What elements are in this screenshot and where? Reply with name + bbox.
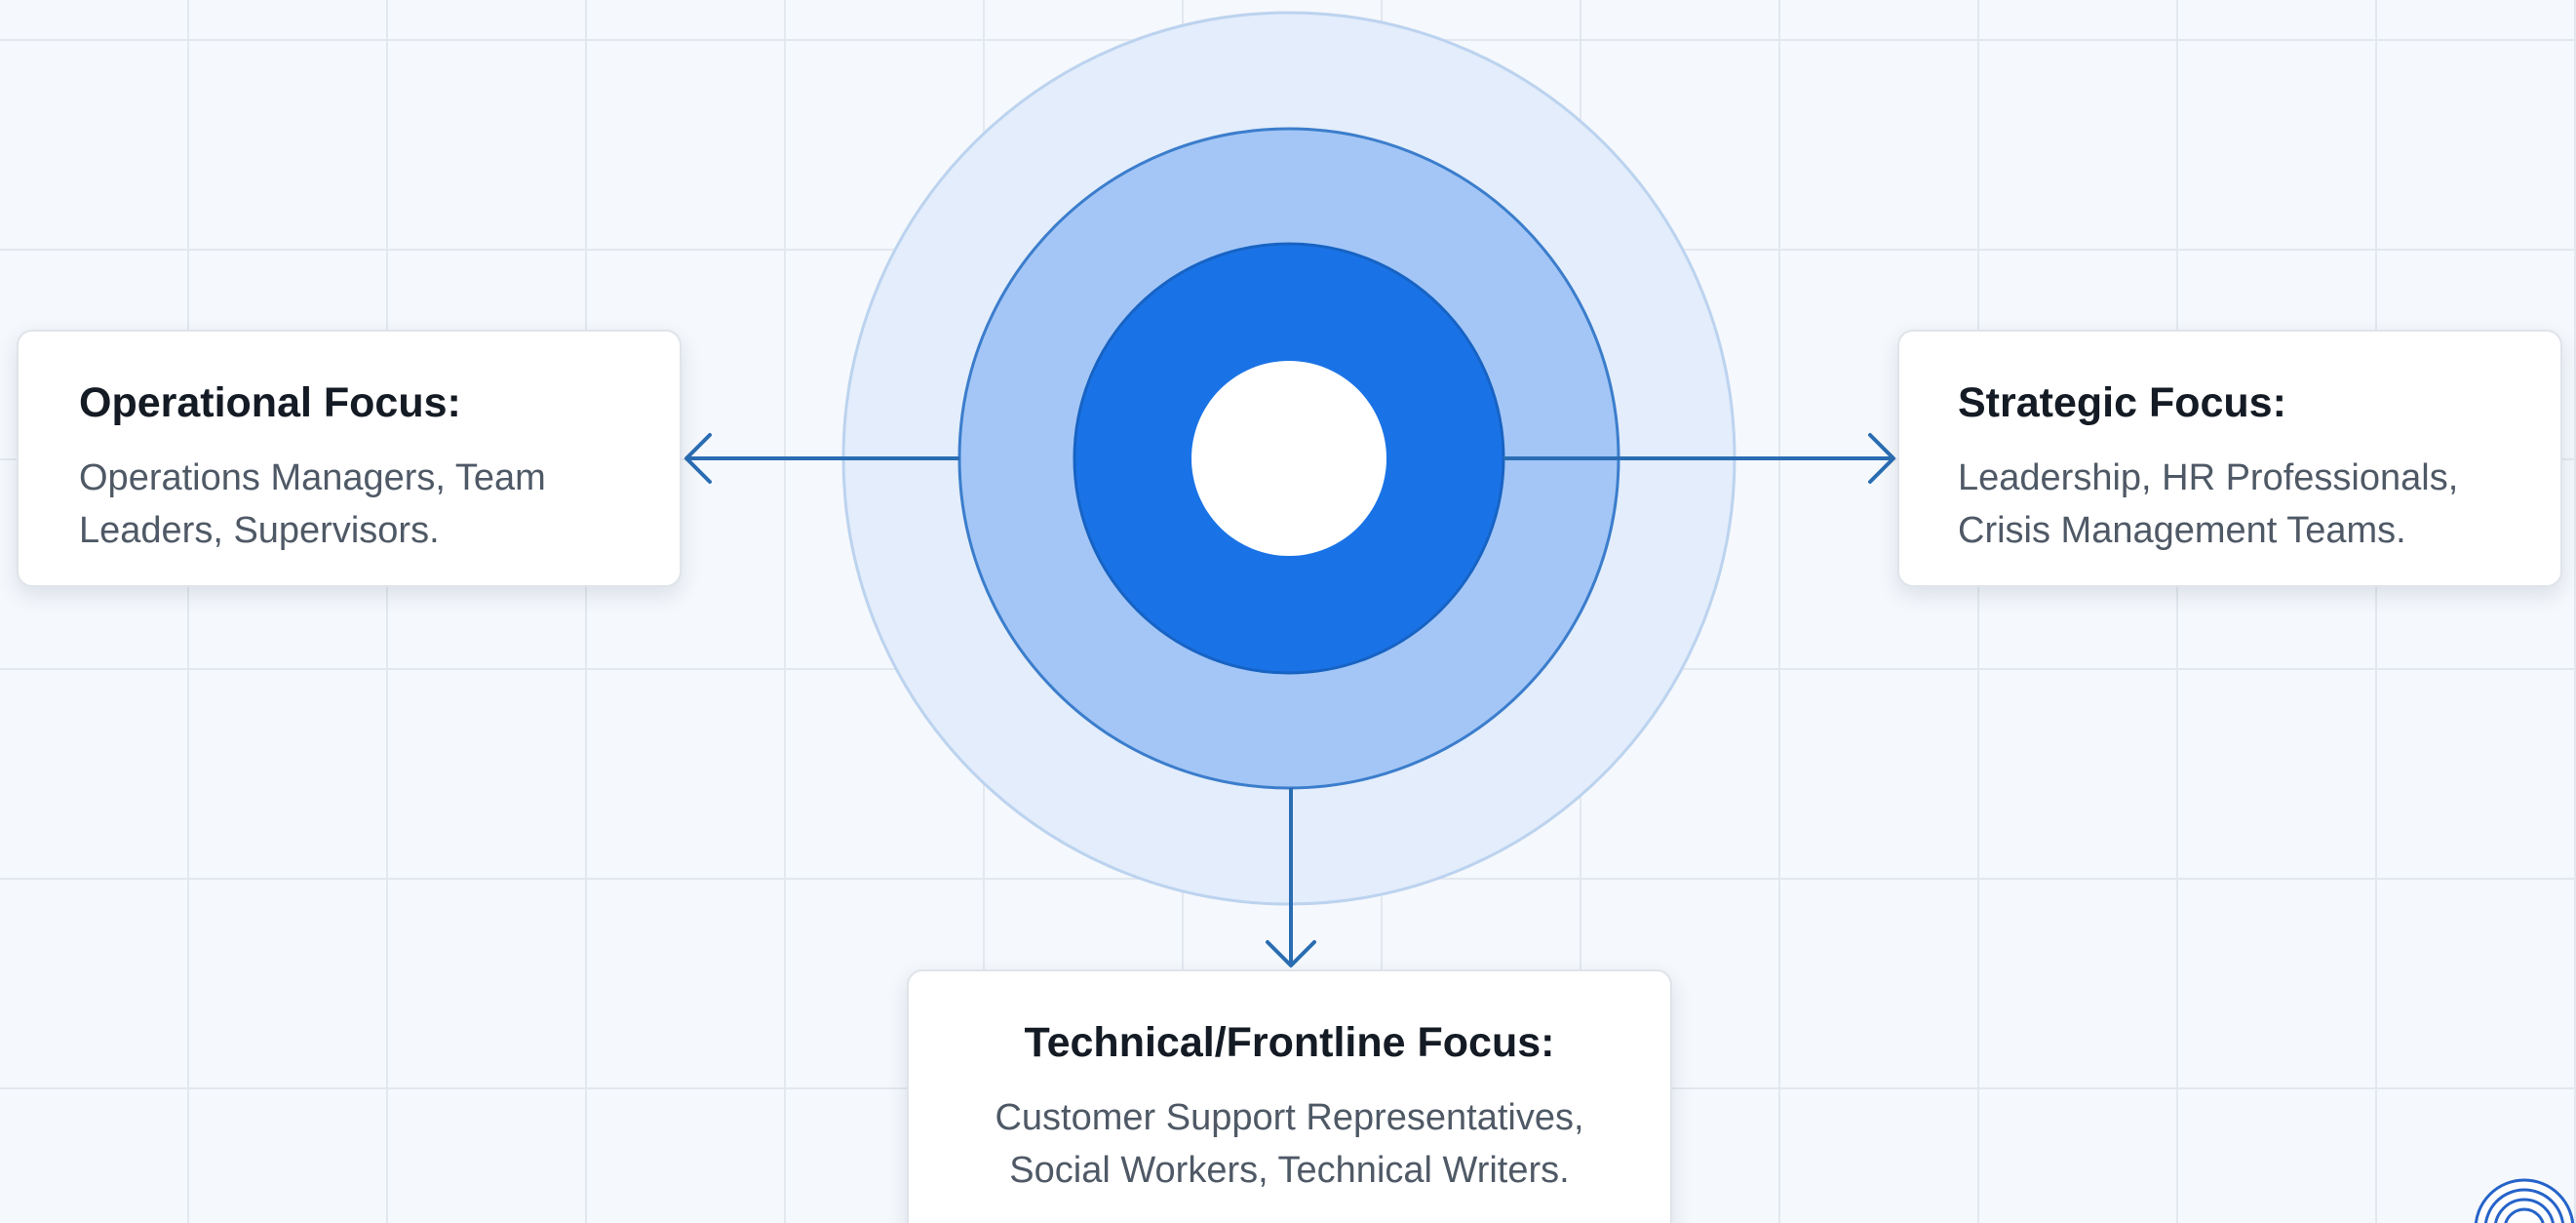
operational-focus-line-1: Operations Managers, Team xyxy=(79,456,546,498)
operational-focus-line-2: Leaders, Supervisors. xyxy=(79,509,440,551)
technical-frontline-focus-line-2: Social Workers, Technical Writers. xyxy=(1009,1149,1570,1191)
operational-focus-description: Operations Managers, Team Leaders, Super… xyxy=(79,453,621,558)
arrow-left-icon xyxy=(684,433,712,484)
strategic-focus-title: Strategic Focus: xyxy=(1958,379,2286,426)
strategic-focus-line-2: Crisis Management Teams. xyxy=(1958,509,2406,551)
technical-frontline-focus-title: Technical/Frontline Focus: xyxy=(1024,1019,1555,1066)
arrow-right-icon xyxy=(1868,433,1895,484)
concentric-logo-icon xyxy=(2474,1178,2575,1223)
core-circle xyxy=(1191,361,1386,556)
strategic-focus-line-1: Leadership, HR Professionals, xyxy=(1958,456,2459,498)
technical-frontline-focus-card: Technical/Frontline Focus: Customer Supp… xyxy=(907,969,1672,1223)
operational-focus-card: Operational Focus: Operations Managers, … xyxy=(17,330,682,587)
arrow-down-icon xyxy=(1266,940,1316,967)
operational-focus-title: Operational Focus: xyxy=(79,379,461,426)
technical-frontline-focus-description: Customer Support Representatives, Social… xyxy=(938,1092,1641,1198)
strategic-focus-description: Leadership, HR Professionals, Crisis Man… xyxy=(1958,453,2521,558)
technical-frontline-focus-line-1: Customer Support Representatives, xyxy=(995,1096,1584,1138)
strategic-focus-card: Strategic Focus: Leadership, HR Professi… xyxy=(1897,330,2562,587)
